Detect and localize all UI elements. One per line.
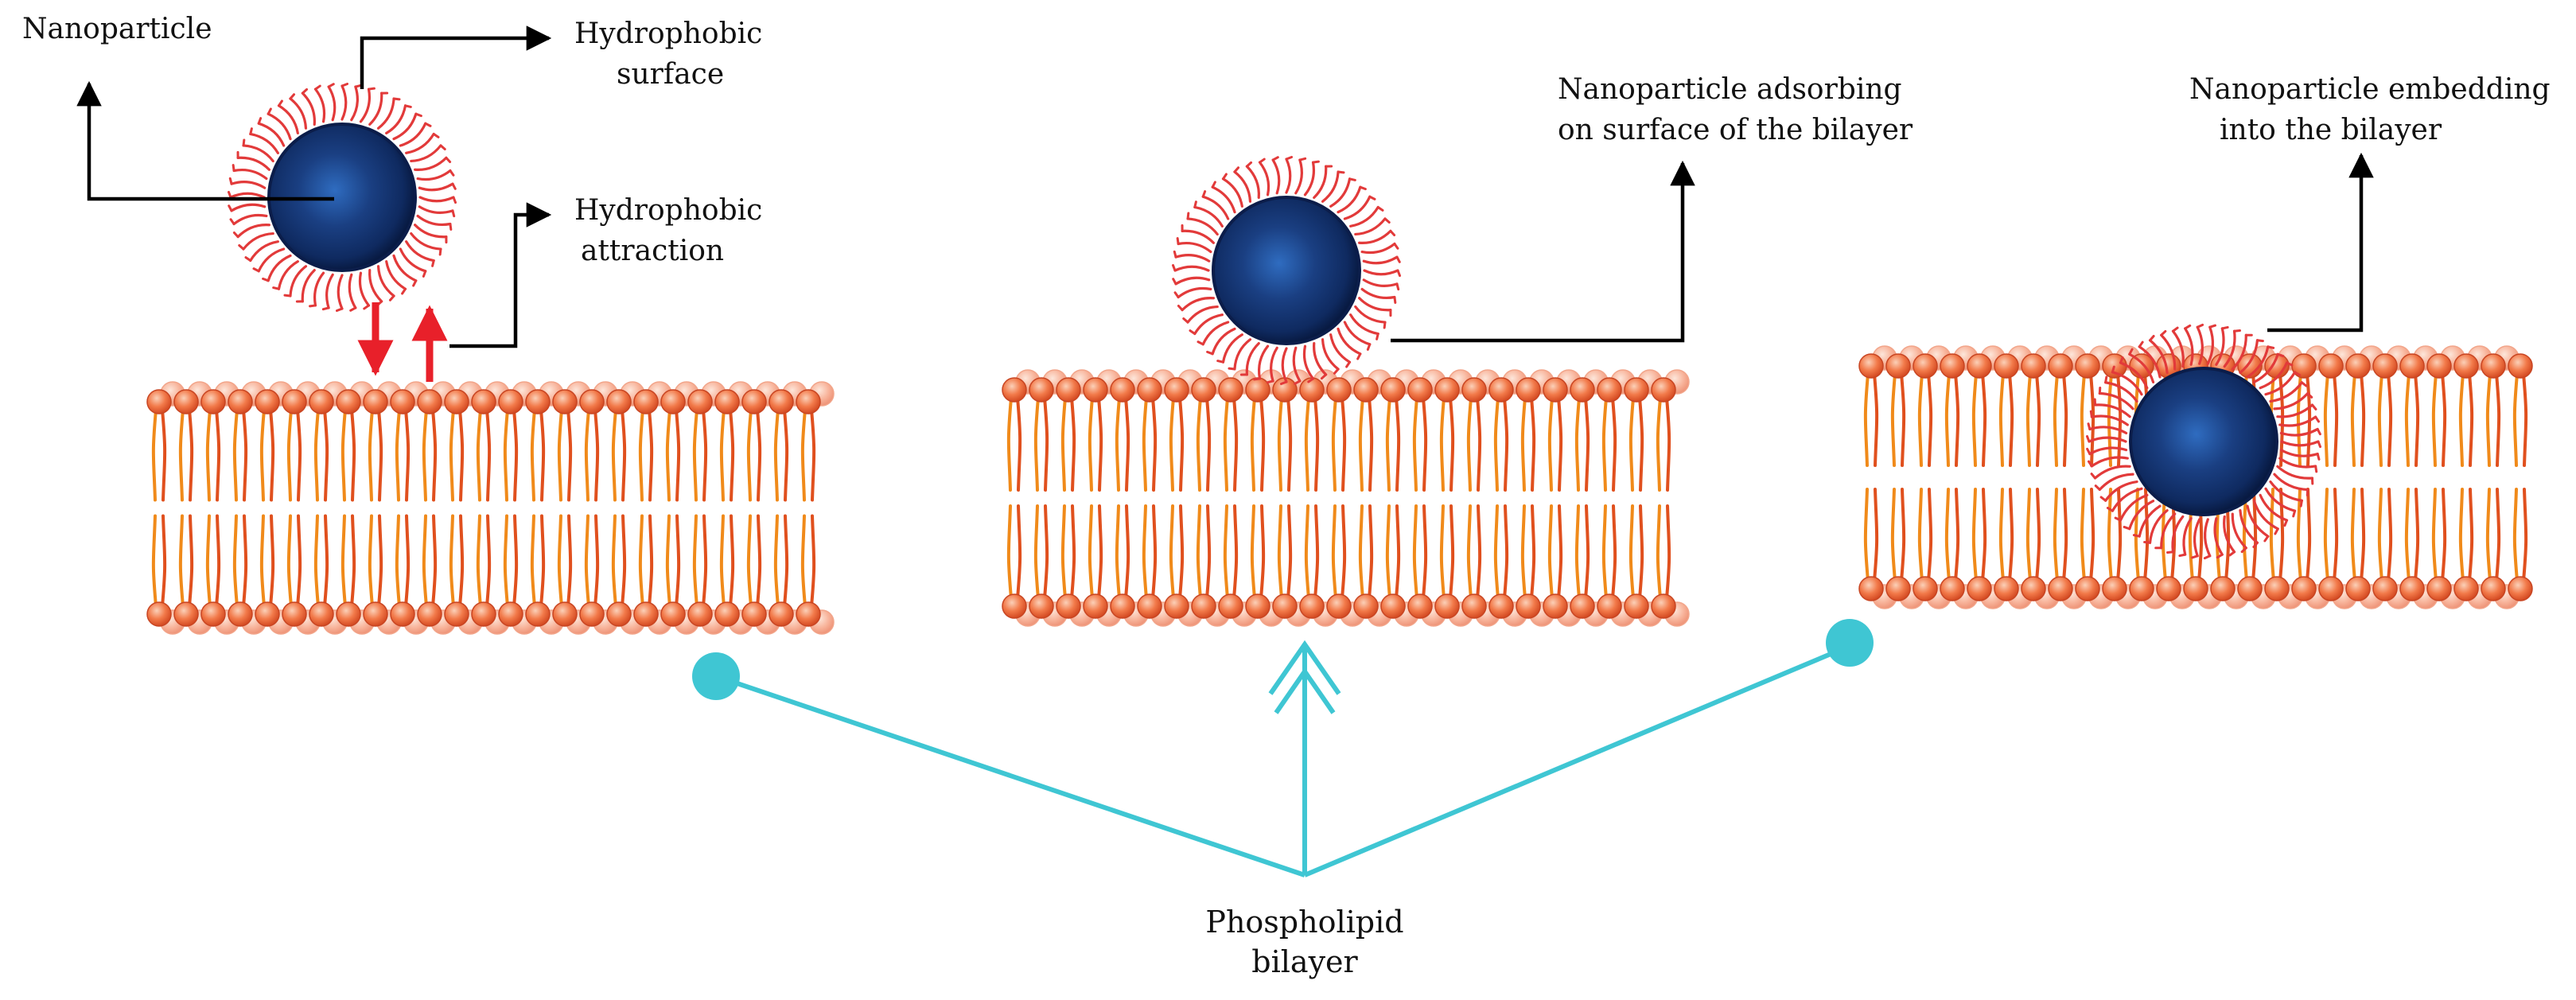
label-adsorbing-1: Nanoparticle adsorbing [1558, 73, 1902, 106]
embedding-pointer-arrow [2267, 152, 2374, 333]
pointer-chevron-outer [1268, 640, 1341, 695]
leaflet [1002, 369, 1690, 492]
label-bilayer: bilayer [1251, 944, 1358, 979]
label-phospholipid: Phospholipid [1205, 905, 1403, 940]
leaflet [1858, 345, 2533, 467]
label-embedding-1: Nanoparticle embedding [2189, 73, 2551, 106]
adsorbing-pointer-arrow [1391, 160, 1695, 343]
label-embedding-2: into the bilayer [2220, 114, 2442, 146]
nanoparticle-free [227, 82, 457, 313]
nanoparticle-embedded [2085, 323, 2322, 560]
nanoparticle-core [2129, 367, 2278, 516]
leaflet [146, 514, 835, 635]
label-hydrophobic-attraction-2: attraction [581, 235, 724, 267]
attraction-arrows [357, 302, 448, 382]
label-hydrophobic-attraction-1: Hydrophobic [574, 194, 762, 227]
phospholipid-bilayer-right-upper [1858, 345, 2533, 609]
leaflet [1002, 504, 1690, 627]
bilayer-pointer-lines [715, 640, 1851, 877]
annotation-arrows [76, 25, 2374, 348]
pointer-dot-right [1826, 619, 1874, 667]
ligand-shell [227, 82, 457, 313]
nanoparticle-core [1212, 196, 1361, 345]
nanoparticle-pointer-arrow [76, 80, 334, 201]
label-hydrophobic-surface-1: Hydrophobic [574, 18, 762, 50]
pointer-dot-left [692, 652, 740, 700]
pointer-line-left [715, 674, 1306, 877]
phospholipid-bilayer-left [146, 381, 835, 635]
label-nanoparticle: Nanoparticle [22, 13, 212, 45]
ligand-shell [2085, 323, 2322, 560]
leaflet [146, 381, 835, 502]
phospholipid-bilayer-middle [1002, 369, 1690, 627]
hydrophobic-attraction-arrow [449, 202, 552, 348]
leaflet [1858, 488, 2533, 609]
label-adsorbing-2: on surface of the bilayer [1558, 114, 1913, 146]
pointer-line-right [1303, 644, 1851, 877]
ligand-shell [1171, 155, 1402, 386]
pointer-chevron-inner [1274, 667, 1336, 714]
hydrophobic-surface-arrow [360, 25, 552, 89]
label-hydrophobic-surface-2: surface [617, 58, 724, 91]
nanoparticle-adsorbed [1171, 155, 1402, 386]
